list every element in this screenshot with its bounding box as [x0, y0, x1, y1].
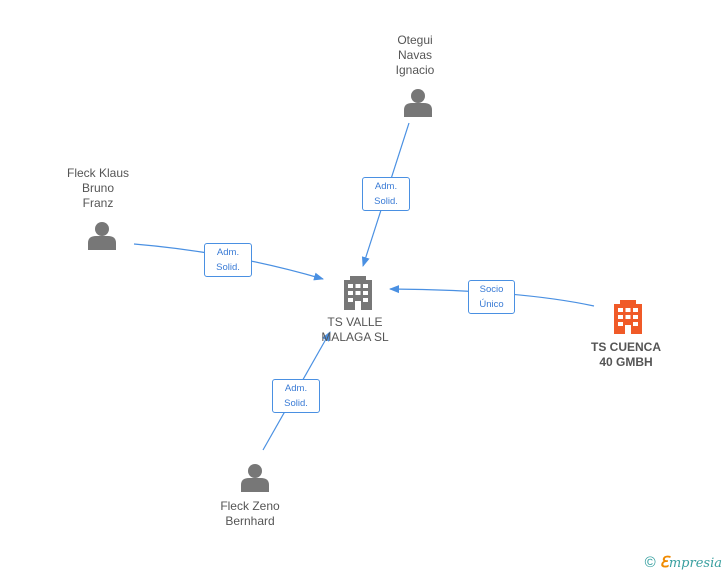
building-icon[interactable] — [344, 276, 372, 310]
edge-label-line: Único — [479, 299, 504, 310]
edge-label-line: Adm. — [374, 181, 398, 192]
copyright-icon: © — [644, 554, 656, 571]
node-label-fleck-klaus[interactable]: Fleck Klaus Bruno Franz — [53, 166, 143, 211]
edge-label-line: Adm. — [216, 247, 240, 258]
brand-logo-initial: ℇ — [659, 553, 669, 571]
edge-label-line: Socio — [479, 284, 504, 295]
edge-label-fleck-klaus[interactable]: Adm. Solid. — [204, 243, 252, 277]
brand-logo-text: mpresia — [668, 556, 722, 571]
edge-label-ts-cuenca[interactable]: Socio Único — [468, 280, 515, 314]
node-label-otegui[interactable]: Otegui Navas Ignacio — [375, 33, 455, 78]
edge-label-line: Adm. — [284, 383, 308, 394]
node-label-line: Navas — [397, 48, 432, 62]
node-label-line: Fleck Zeno — [220, 499, 280, 513]
node-label-line: Franz — [82, 196, 114, 210]
person-icon[interactable] — [88, 222, 116, 250]
node-label-line: TS CUENCA — [590, 340, 661, 354]
node-label-line: TS VALLE — [327, 315, 383, 329]
person-icon[interactable] — [241, 464, 269, 492]
brand-footer[interactable]: ©ℇmpresia — [645, 553, 722, 571]
node-label-line: Ignacio — [395, 63, 435, 77]
node-label-line: Bruno — [81, 181, 115, 195]
node-label-line: Bernhard — [225, 514, 275, 528]
node-label-ts-valle[interactable]: TS VALLE MALAGA SL — [310, 315, 400, 345]
node-label-line: MALAGA SL — [321, 330, 389, 344]
node-label-line: Fleck Klaus — [66, 166, 130, 180]
edge-label-line: Solid. — [374, 196, 398, 207]
edge-label-line: Solid. — [284, 398, 308, 409]
node-label-ts-cuenca[interactable]: TS CUENCA 40 GMBH — [580, 340, 672, 370]
edge-label-line: Solid. — [216, 262, 240, 273]
person-icon[interactable] — [404, 89, 432, 117]
edge-label-fleck-zeno[interactable]: Adm. Solid. — [272, 379, 320, 413]
building-icon[interactable] — [614, 300, 642, 334]
edge-label-otegui[interactable]: Adm. Solid. — [362, 177, 410, 211]
node-label-line: 40 GMBH — [599, 355, 653, 369]
node-label-line: Otegui — [397, 33, 433, 47]
node-label-fleck-zeno[interactable]: Fleck Zeno Bernhard — [205, 499, 295, 529]
